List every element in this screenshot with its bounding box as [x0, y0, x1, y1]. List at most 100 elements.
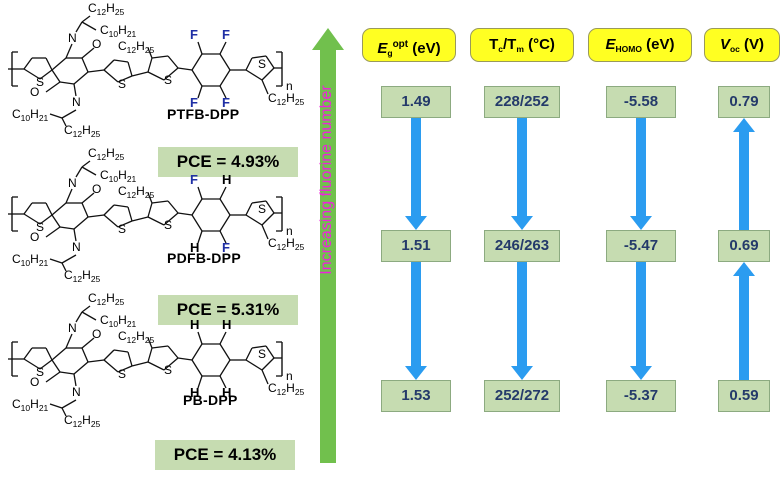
polymer2-n-bot-bond	[73, 228, 77, 242]
polymer3-link-3	[177, 357, 193, 361]
polymer3-thiophene-4-bond-4	[245, 359, 263, 371]
polymer2-o-top: O	[92, 182, 102, 196]
polymer3-benzene-bond-3	[219, 359, 231, 377]
polymer2-ring-atom-3: H	[190, 240, 200, 255]
polymer1-thiophene-4-bond-3	[261, 67, 275, 81]
polymer3-thiophene-3-bond-1	[151, 345, 169, 349]
polymer2-dpp-core-bond-4	[59, 226, 75, 230]
value-homo-2: -5.47	[606, 230, 676, 262]
header-voc-main: V	[719, 36, 730, 53]
polymer3-thiophene-4-bond-2	[265, 345, 275, 359]
polymer3-sub-1-bond	[197, 331, 203, 345]
polymer1-benzene-bond-5	[191, 69, 203, 87]
header-voc: Voc (V)	[704, 28, 780, 62]
polymer3-pce: PCE = 4.13%	[155, 440, 295, 470]
polymer3-thiophene-2-bond-4	[103, 359, 119, 373]
polymer1-dpp-core-bond-3	[73, 71, 89, 85]
polymer3-n-top-bond	[65, 333, 73, 349]
header-eg-opt: Egopt (eV)	[362, 28, 456, 62]
polymer3-thiophene-1-bond-3	[39, 359, 53, 370]
polymer3-chain-top-2	[81, 305, 91, 313]
polymer1-ring-atom-4: F	[222, 95, 230, 110]
polymer2-thiophene-4-bond-1	[251, 200, 267, 204]
value-homo-1: -5.58	[606, 86, 676, 118]
polymer1-co-bot	[45, 81, 61, 93]
polymer2-chain-bot-1	[61, 254, 77, 264]
polymer2-thiophene-3-bond-0	[147, 202, 153, 218]
polymer2-n-top: N	[68, 176, 77, 190]
polymer3-n-top: N	[68, 321, 77, 335]
polymer3-chain-bot-2	[49, 403, 63, 409]
polymer3-ring-atom-4: H	[222, 385, 232, 400]
polymer3-n-bot: N	[72, 385, 81, 399]
polymer2-ring-atom-2: H	[222, 172, 232, 187]
value-eg-3: 1.53	[381, 380, 451, 412]
polymer1-thiophene-2-bond-1	[113, 59, 129, 63]
header-homo-sub: HOMO	[615, 44, 642, 54]
polymer1-thiophene-1-bond-0	[23, 57, 33, 70]
polymer1-name: PTFB-DPP	[167, 106, 240, 122]
polymer2-link-2	[131, 216, 149, 222]
polymer1-pce: PCE = 4.93%	[158, 147, 298, 177]
polymer1-co-top	[81, 47, 95, 59]
header-tctm-unit: (°C)	[523, 36, 555, 53]
polymer2-chain-bot-3	[61, 262, 67, 272]
polymer3-link-1	[87, 359, 105, 363]
polymer1-benzene-bond-3	[219, 69, 231, 87]
polymer3-thiophene-3-bond-0	[147, 347, 153, 363]
polymer3-s2: S	[118, 367, 127, 381]
polymer1-thiophene-4-bond-2	[265, 55, 275, 69]
polymer3-c12h25-top: C12H25	[88, 291, 125, 308]
structures-drawing	[8, 15, 283, 417]
header-homo-main: E	[605, 36, 616, 53]
polymer2-benzene-bond-3	[219, 214, 231, 232]
polymer2-s1: S	[36, 220, 45, 234]
polymer3-c12h25-mid: C12H25	[118, 329, 155, 346]
polymer2-chain-bot-2	[49, 258, 63, 264]
polymer2-n-repeat: n	[286, 224, 293, 238]
polymer1-thiophene-3-bond-1	[151, 55, 169, 59]
polymer3-n-repeat: n	[286, 369, 293, 383]
polymer1-chain-bot-1	[61, 109, 77, 119]
header-tm-sub: m	[516, 44, 524, 54]
polymer2-thiophene-2-bond-1	[113, 204, 129, 208]
polymer2-pce: PCE = 5.31%	[158, 295, 298, 325]
polymer2-c12h25-right: C12H25	[268, 236, 305, 253]
polymer2-n-bot: N	[72, 240, 81, 254]
polymer1-n-top-bond	[65, 43, 73, 59]
header-voc-unit: (V)	[739, 36, 765, 53]
polymer2-sub-4-bond	[219, 230, 227, 244]
polymer1-s2: S	[118, 77, 127, 91]
polymer1-dpp-core-bond-0	[51, 57, 67, 71]
polymer3-sub-3-bond	[197, 375, 203, 389]
polymer1-c12h25-right: C12H25	[268, 91, 305, 108]
polymer2-chain-top-2	[81, 160, 91, 168]
polymer3-dpp-core-bond-5	[51, 359, 61, 373]
polymer1-chain-bot-3	[61, 117, 67, 127]
polymer2-thiophene-3-bond-3	[163, 212, 179, 226]
polymer1-chain-top-1	[75, 21, 83, 33]
polymer1-sub-1-bond	[197, 41, 203, 55]
trend-arrow-voc-1	[733, 118, 755, 230]
polymer2-thiophene-4-bond-0	[245, 202, 253, 216]
header-tc-main: T	[489, 36, 499, 53]
polymer1-s1: S	[36, 75, 45, 89]
polymer3-s3: S	[164, 363, 173, 377]
polymer1-chain-mid	[147, 47, 153, 59]
polymer3-benzene-bond-2	[219, 343, 231, 361]
polymer3-thiophene-2-bond-2	[127, 351, 133, 367]
polymer1-thiophene-1-bond-2	[45, 57, 53, 71]
polymer3-thiophene-1-bond-2	[45, 347, 53, 361]
value-voc-2: 0.69	[718, 230, 770, 262]
polymer2-chain-top-3	[81, 166, 97, 176]
polymer1-chain-top-2	[81, 15, 91, 23]
header-eg-sub: g	[387, 48, 393, 58]
polymer3-dpp-core-bond-4	[59, 371, 75, 375]
polymer1-chain-top-3	[81, 21, 97, 31]
polymer2-dpp-core-bond-2	[81, 202, 89, 218]
polymer2-thiophene-1-bond-0	[23, 202, 33, 215]
polymer3-chain-top-1	[75, 311, 83, 323]
polymer3-c10h21-bot: C10H21	[12, 397, 49, 414]
polymer2-ring-atom-1: F	[190, 172, 198, 187]
polymer1-thiophene-4-bond-0	[245, 57, 253, 71]
